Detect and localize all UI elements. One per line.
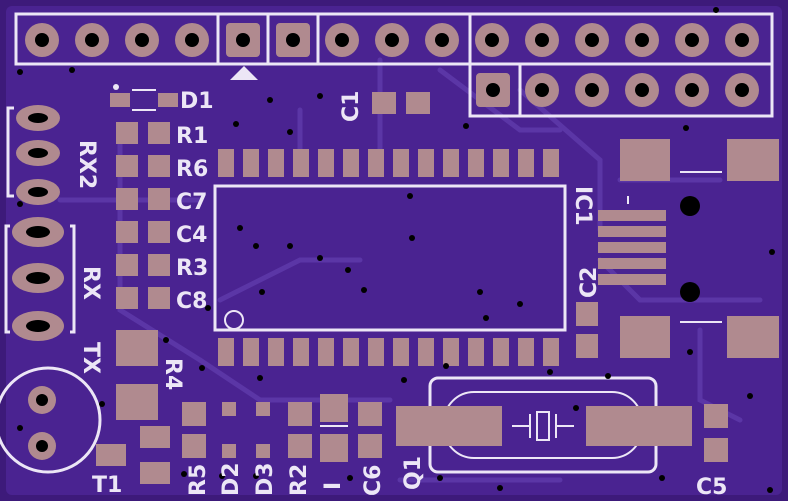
- tx-footprint: [0, 366, 102, 474]
- label-r6: R6: [176, 157, 208, 182]
- c1-footprint: [372, 92, 430, 114]
- label-c6: C6: [361, 465, 386, 496]
- bottom-passives: [182, 394, 728, 462]
- copper-pour: [6, 6, 782, 495]
- pin-header: [14, 12, 774, 118]
- label-c8: C8: [176, 289, 207, 314]
- label-r4: R4: [160, 358, 185, 390]
- label-c4: C4: [176, 223, 207, 248]
- label-r5: R5: [186, 464, 211, 496]
- label-q1: Q1: [401, 456, 426, 490]
- label-ic1: IC1: [570, 186, 595, 226]
- label-r1: R1: [176, 124, 208, 149]
- q1-crystal: [396, 376, 692, 474]
- rx2-connector: [6, 105, 60, 205]
- c2-footprint: [576, 302, 598, 358]
- label-d2: D2: [219, 462, 244, 496]
- label-c1: C1: [339, 91, 364, 122]
- rx-connector: [4, 217, 76, 341]
- label-r2: R2: [287, 464, 312, 496]
- header-drills: [35, 33, 749, 97]
- r4-t1-pads: [96, 330, 170, 484]
- label-i: I: [321, 482, 346, 490]
- main-ic: [213, 149, 567, 366]
- label-rx2: RX2: [74, 140, 99, 189]
- ic1-footprint: [598, 139, 779, 358]
- vias: [17, 7, 775, 493]
- label-d3: D3: [253, 462, 278, 496]
- label-c5: C5: [696, 475, 727, 500]
- label-c7: C7: [176, 190, 207, 215]
- label-rx: RX: [78, 266, 103, 300]
- label-c2: C2: [577, 267, 602, 298]
- d1-footprint: [110, 84, 178, 111]
- label-tx: TX: [78, 342, 103, 374]
- pin1-marker: [230, 66, 258, 80]
- label-r3: R3: [176, 256, 208, 281]
- label-t1: T1: [92, 473, 122, 498]
- label-d1: D1: [180, 89, 214, 114]
- passive-pads-column: [116, 122, 170, 309]
